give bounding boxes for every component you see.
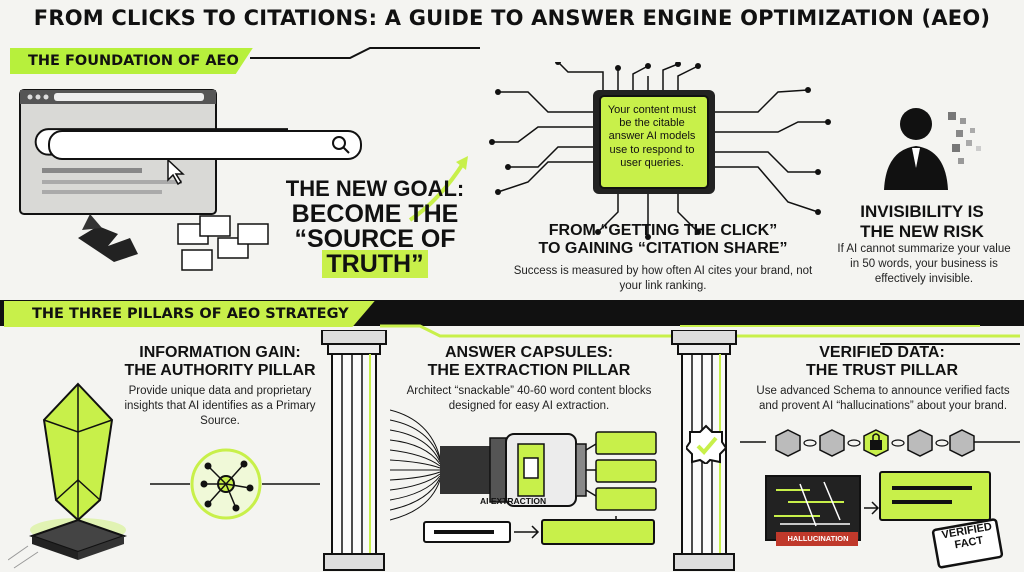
- trust-heading-line-2: THE TRUST PILLAR: [806, 362, 958, 380]
- crystal-illustration: [8, 382, 128, 569]
- foundation-divider: [250, 47, 480, 59]
- search-icon: [332, 136, 350, 154]
- businessman-icon: [884, 108, 981, 190]
- foundation-label: THE FOUNDATION OF AEO: [10, 48, 253, 74]
- browser-illustration: [19, 89, 288, 271]
- authority-heading-line-1: INFORMATION GAIN:: [139, 344, 301, 361]
- risk-heading-line-1: INVISIBILITY IS: [860, 202, 984, 221]
- authority-heading-line-2: THE AUTHORITY PILLAR: [124, 362, 316, 380]
- hallucination-label: HALLUCINATION: [787, 534, 849, 543]
- goal-line-1: THE NEW GOAL:: [285, 176, 465, 201]
- trust-body: Use advanced Schema to announce verified…: [756, 385, 1010, 412]
- authority-heading: INFORMATION GAIN: THE AUTHORITY PILLAR: [120, 344, 320, 381]
- extraction-heading: ANSWER CAPSULES: THE EXTRACTION PILLAR: [424, 344, 634, 381]
- invisibility-body: If AI cannot summarize your value in 50 …: [837, 243, 1011, 285]
- invisibility-heading: INVISIBILITY IS THE NEW RISK: [832, 202, 1012, 241]
- trust-heading: VERIFIED DATA: THE TRUST PILLAR: [772, 344, 992, 381]
- goal-line-2: BECOME THE: [291, 200, 459, 228]
- page-title: FROM CLICKS TO CITATIONS: A GUIDE TO ANS…: [33, 6, 991, 30]
- search-bar: [48, 130, 362, 160]
- pillars-label: THE THREE PILLARS OF AEO STRATEGY: [4, 301, 375, 327]
- citation-share-body: Success is measured by how often AI cite…: [513, 265, 813, 292]
- extraction-body: Architect “snackable” 40-60 word content…: [406, 385, 652, 412]
- pillar-column-left: [321, 330, 387, 571]
- trust-heading-line-1: VERIFIED DATA:: [819, 344, 945, 361]
- trust-illustration: [740, 429, 1020, 569]
- verified-check-icon: [686, 424, 726, 464]
- citation-heading-line-1: FROM “GETTING THE CLICK”: [548, 222, 778, 239]
- extraction-heading-line-1: ANSWER CAPSULES:: [444, 344, 613, 361]
- goal-line-3: “SOURCE OF: [294, 225, 456, 253]
- citation-share-heading: FROM “GETTING THE CLICK” TO GAINING “CIT…: [508, 222, 818, 259]
- authority-body: Provide unique data and proprietary insi…: [124, 385, 316, 427]
- extraction-machine-illustration: [390, 409, 657, 545]
- citation-heading-line-2: TO GAINING “CITATION SHARE”: [538, 240, 788, 258]
- ai-extraction-caption: AI EXTRACTION: [480, 496, 547, 506]
- network-node-icon: [150, 448, 320, 520]
- chip-text: Your content must be the citable answer …: [607, 104, 697, 169]
- new-goal-heading: THE NEW GOAL: BECOME THE “SOURCE OF TRUT…: [270, 176, 480, 278]
- risk-heading-line-2: THE NEW RISK: [860, 221, 984, 241]
- goal-line-4: TRUTH”: [322, 250, 428, 278]
- growth-arrow-icon: [408, 156, 468, 222]
- ai-chip-illustration: [489, 62, 831, 240]
- extraction-heading-line-2: THE EXTRACTION PILLAR: [427, 362, 631, 380]
